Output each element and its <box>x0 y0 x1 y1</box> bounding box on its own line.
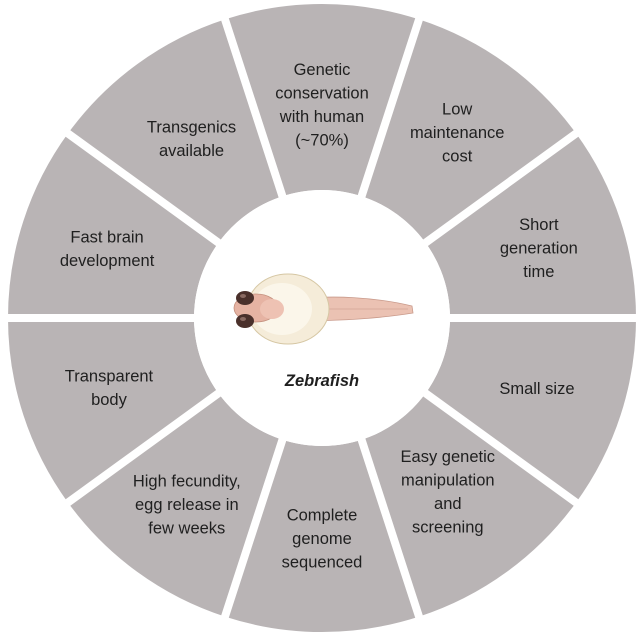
segment-label-line: (~70%) <box>295 131 349 149</box>
segment-label-line: time <box>523 263 554 281</box>
segment-label: Easy genetic manipulation and screening <box>401 448 495 537</box>
segment-label-line: development <box>60 252 155 270</box>
segment-label-line: and <box>434 495 462 513</box>
segment-label: Genetic conservation with human (~70%) <box>275 61 369 150</box>
wheel-segment <box>224 318 420 633</box>
segment-label: Low maintenance cost <box>410 100 504 165</box>
wheel-labels: Genetic conservation with human (~70%) Low ma… <box>60 61 578 572</box>
segment-label-line: Low <box>442 100 472 118</box>
segment-label: High fecundity, egg release in few weeks <box>133 473 241 538</box>
segment-label-line: Small size <box>499 380 574 398</box>
segment-label-line: screening <box>412 518 484 536</box>
zebrafish-larva-icon <box>233 273 414 345</box>
segment-label-line: Transgenics <box>147 119 236 137</box>
segment-separator <box>219 14 289 204</box>
wheel-segment <box>224 3 420 318</box>
segment-label: Short generation time <box>500 216 578 281</box>
segment-label-line: available <box>159 142 224 160</box>
segment-label-line: few weeks <box>148 520 225 538</box>
segment-separator <box>219 432 289 622</box>
segment-label-line: manipulation <box>401 471 495 489</box>
segment-separator <box>355 14 425 204</box>
segment-label-line: conservation <box>275 84 369 102</box>
segment-label-line: High fecundity, <box>133 473 241 491</box>
segment-label-line: Fast brain <box>70 228 143 246</box>
segment-label-line: genome <box>292 530 352 548</box>
segment-label-line: Complete <box>287 507 358 525</box>
center-label: Zebrafish <box>284 372 359 390</box>
segment-label: Complete genome sequenced <box>282 507 363 572</box>
segment-label-line: with human <box>279 108 364 126</box>
segment-separator <box>62 127 226 250</box>
segment-separator <box>62 386 226 509</box>
segment-label-line: Genetic <box>294 61 351 79</box>
segment-label-line: Transparent <box>65 367 154 385</box>
segment-separator <box>355 432 425 622</box>
segment-label-line: egg release in <box>135 496 239 514</box>
segment-label-line: cost <box>442 147 473 165</box>
segment-label: Transparent body <box>65 367 154 409</box>
segment-label-line: maintenance <box>410 124 504 142</box>
segment-separator <box>418 127 582 250</box>
segment-label-line: generation <box>500 240 578 258</box>
segment-label-line: sequenced <box>282 554 363 572</box>
segment-label: Transgenics available <box>147 119 236 161</box>
segment-label-line: body <box>91 391 128 409</box>
segment-label: Small size <box>499 380 574 398</box>
segment-label-line: Short <box>519 216 559 234</box>
segment-label-line: Easy genetic <box>401 448 495 466</box>
segment-label: Fast brain development <box>60 228 155 270</box>
segment-separator <box>418 386 582 509</box>
